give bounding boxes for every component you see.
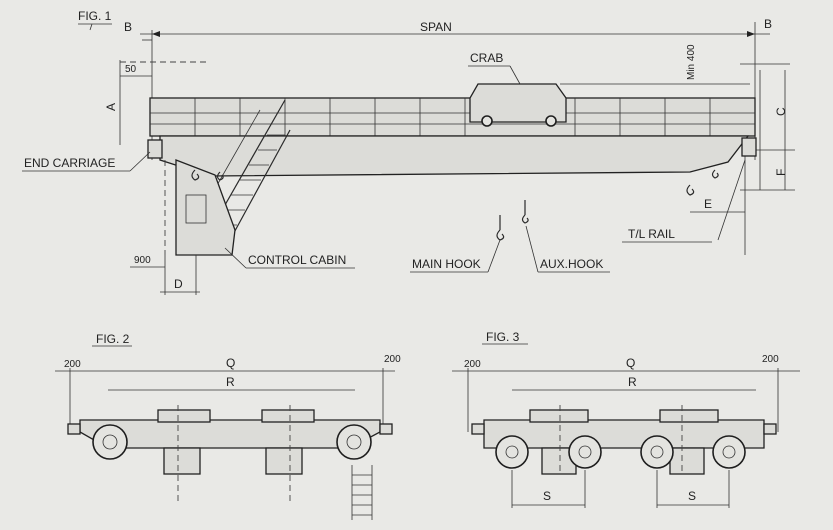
fig3-dim-s-right: S [688, 489, 696, 503]
control-cabin-label: CONTROL CABIN [248, 253, 346, 267]
dim-a-label: A [104, 103, 118, 111]
fig3-dim-r: R [628, 375, 637, 389]
dim-d-label: D [174, 277, 183, 291]
crab-wheel-right [545, 115, 557, 127]
main-hook-label: MAIN HOOK [412, 257, 481, 271]
fig2-gearbox-left [163, 447, 201, 475]
fig3-dim-200-left: 200 [464, 359, 481, 370]
fig2-bracket-right [261, 409, 315, 423]
fig3-group: FIG. 3 200 200 Q R S S [452, 330, 800, 508]
tl-rail-label: T/L RAIL [628, 227, 675, 241]
dim-50-label: 50 [125, 64, 137, 75]
aux-hook-icon [521, 200, 529, 224]
hook-icon-cabin [191, 169, 719, 196]
fig3-gearbox-right [669, 447, 705, 475]
dim-min400-label: Min 400 [686, 44, 697, 80]
fig2-group: FIG. 2 200 200 Q R [55, 332, 401, 520]
fig3-wheel-1 [495, 435, 529, 469]
fig2-dim-r: R [226, 375, 235, 389]
fig3-dim-q: Q [626, 356, 635, 370]
bridge-girder [149, 97, 756, 137]
fig2-bracket-left [157, 409, 211, 423]
b-right-label: B [764, 17, 772, 31]
girder-body [159, 135, 750, 177]
fig3-wheel-2 [568, 435, 602, 469]
fig3-title: FIG. 3 [486, 330, 520, 344]
fig2-dim-q: Q [226, 356, 235, 370]
main-hook-icon [496, 215, 505, 241]
fig2-dim-200-left: 200 [64, 359, 81, 370]
dim-c-label: C [774, 107, 788, 116]
fig3-wheel-3 [640, 435, 674, 469]
dim-e-label: E [704, 197, 712, 211]
fig2-wheel-right [336, 424, 372, 460]
crab-trolley [469, 83, 567, 123]
fig2-wheel-left [92, 424, 128, 460]
fig2-dim-200-right: 200 [384, 354, 401, 365]
fig1-group: FIG. 1 SPAN B B 50 A [22, 9, 795, 295]
end-carriage-left [147, 139, 163, 159]
end-carriage-right [741, 137, 757, 157]
b-left-label: B [124, 20, 132, 34]
control-cabin [175, 159, 236, 256]
fig2-gearbox-right [265, 447, 303, 475]
span-label: SPAN [420, 20, 452, 34]
fig3-dim-200-right: 200 [762, 354, 779, 365]
fig3-bracket-right [659, 409, 719, 423]
fig1-title: FIG. 1 [78, 9, 112, 23]
fig3-bracket-left [529, 409, 589, 423]
cabin-window [185, 194, 207, 224]
crab-label: CRAB [470, 51, 503, 65]
fig3-dim-s-left: S [543, 489, 551, 503]
fig3-wheel-4 [712, 435, 746, 469]
fig2-title: FIG. 2 [96, 332, 130, 346]
dim-f-label: F [774, 169, 788, 176]
end-carriage-label: END CARRIAGE [24, 156, 115, 170]
dim-900-label: 900 [134, 255, 151, 266]
aux-hook-label: AUX.HOOK [540, 257, 603, 271]
crab-wheel-left [481, 115, 493, 127]
fig2-ladder [351, 465, 373, 520]
